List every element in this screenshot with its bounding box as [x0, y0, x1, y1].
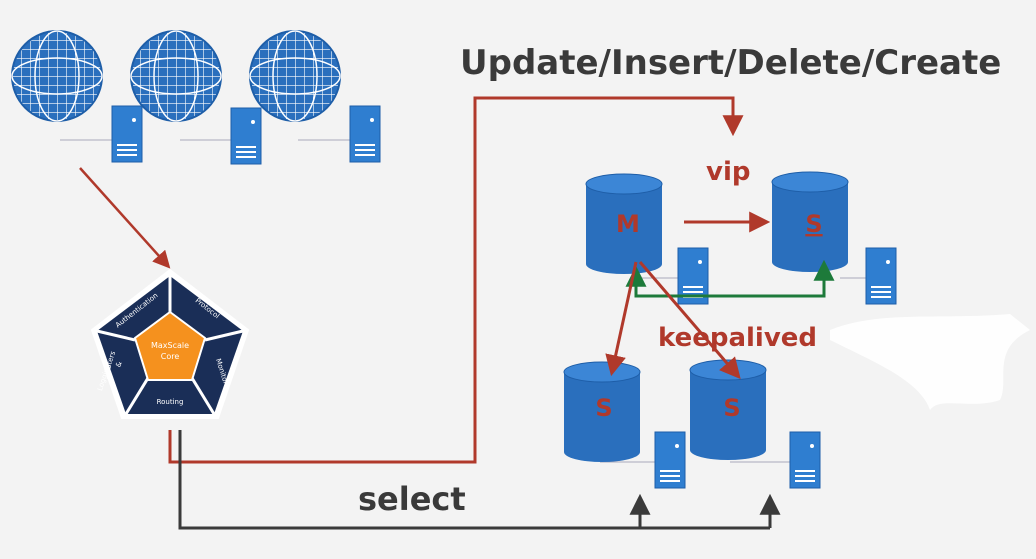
globe-icon [130, 30, 222, 122]
master-to-slave-bl-arrow [605, 261, 638, 377]
keepalived-link [625, 259, 835, 298]
vip-label: vip [706, 157, 750, 187]
slave-bottom-left-label: S [595, 394, 612, 422]
select-path-line [178, 430, 770, 530]
client-group-3 [249, 30, 381, 163]
slave-top-right-label: S [805, 210, 822, 238]
server-icon [111, 105, 143, 163]
master-to-slave-br-arrow [638, 261, 741, 380]
maxscale-core [133, 310, 207, 381]
write-ops-title: Update/Insert/Delete/Create [460, 43, 1001, 83]
slave-bottom-right-label: S [723, 394, 740, 422]
server-icon [789, 431, 821, 489]
segment-filters-line2: & [114, 360, 123, 368]
core-label-line2: Core [161, 352, 180, 361]
brush-mark-decoration [830, 314, 1030, 410]
master-db-label: M [616, 210, 640, 238]
server-icon [349, 105, 381, 163]
globe-icon [249, 30, 341, 122]
server-icon [865, 247, 897, 305]
maxscale-pentagon: MaxScale Core Authentication Protocol Mo… [90, 268, 250, 419]
slave-bottom-left-group: S [563, 361, 686, 489]
client-group-1 [11, 30, 143, 163]
keepalived-label: keepalived [658, 323, 817, 353]
globe-icon [11, 30, 103, 122]
segment-routing: Routing [157, 398, 184, 406]
master-db-group: M [585, 173, 709, 305]
core-label-line1: MaxScale [151, 341, 189, 350]
clients-to-maxscale-arrow [79, 167, 171, 269]
client-group-2 [130, 30, 262, 165]
slave-top-right-group: S [771, 171, 897, 305]
slave-bottom-right-group: S [689, 359, 821, 489]
server-icon [230, 107, 262, 165]
select-label: select [358, 480, 466, 518]
server-icon [654, 431, 686, 489]
write-path-arrow [168, 96, 744, 464]
